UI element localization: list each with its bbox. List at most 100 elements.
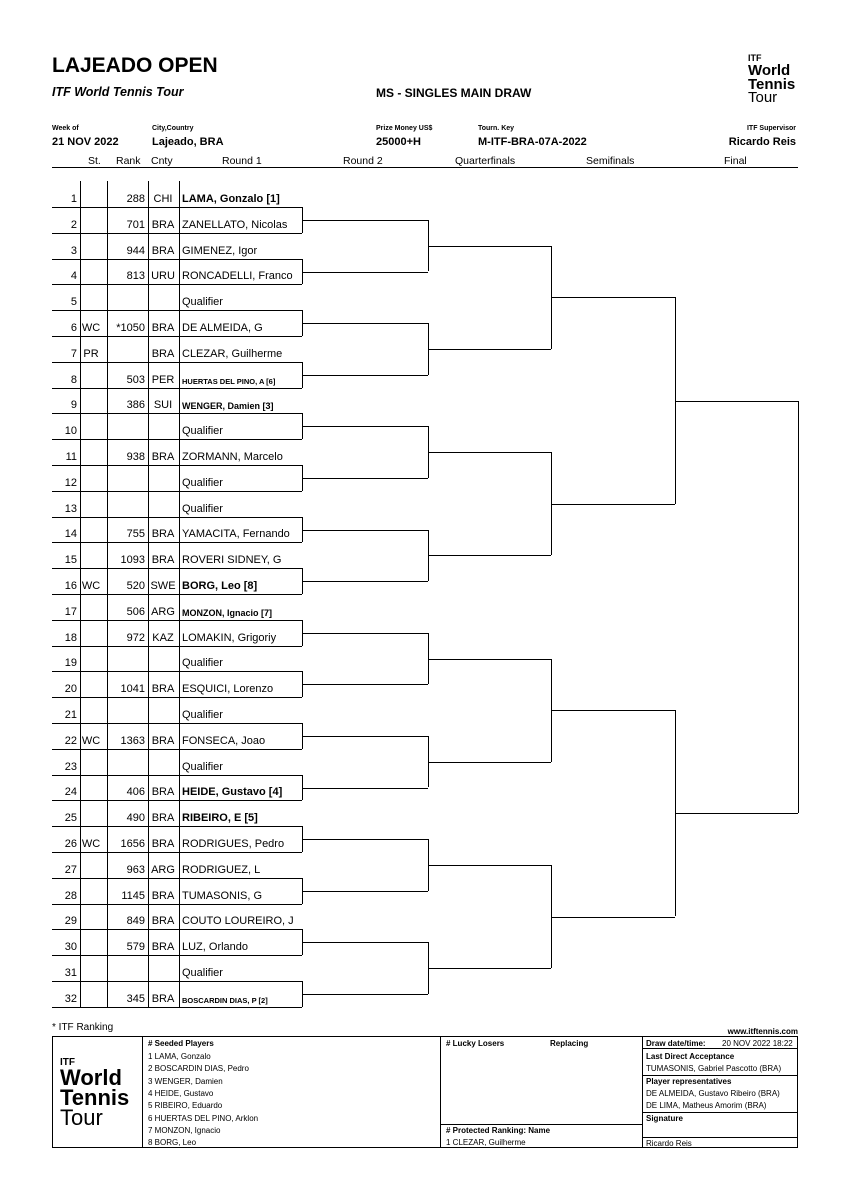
footer-divider-2 bbox=[440, 1036, 441, 1148]
entry-underline bbox=[52, 645, 302, 647]
website-link[interactable]: www.itftennis.com bbox=[727, 1027, 798, 1036]
footer-lda-line bbox=[642, 1075, 798, 1076]
column-separator bbox=[107, 181, 108, 1007]
city-label: City,Country bbox=[152, 125, 194, 132]
entry-underline bbox=[52, 207, 302, 208]
player-name: LOMAKIN, Grigoriy bbox=[182, 631, 277, 644]
entry-number: 25 bbox=[64, 812, 77, 825]
draw-date-label: Draw date/time: bbox=[646, 1039, 706, 1048]
entry-country: BRA bbox=[151, 786, 175, 799]
bracket-connector bbox=[428, 632, 429, 685]
itf-logo-top: ITF World Tennis Tour bbox=[748, 50, 796, 106]
protected-entry: 1 CLEZAR, Guilherme bbox=[446, 1138, 526, 1147]
rep-1: DE ALMEIDA, Gustavo Ribeiro (BRA) bbox=[646, 1089, 780, 1098]
entry-rank: 506 bbox=[126, 605, 145, 618]
player-name: Qualifier bbox=[182, 425, 223, 438]
round2-line bbox=[302, 323, 428, 325]
entry-number: 29 bbox=[64, 915, 77, 928]
quarterfinal-line bbox=[428, 968, 551, 970]
round2-line bbox=[302, 219, 428, 221]
logo-line2: Tennis bbox=[748, 75, 796, 93]
player-name: YAMACITA, Fernando bbox=[182, 528, 290, 541]
semifinal-line bbox=[551, 297, 675, 299]
entry-number: 32 bbox=[64, 992, 77, 1005]
entry-number: 4 bbox=[70, 270, 77, 283]
semifinal-line bbox=[551, 916, 675, 918]
bracket-connector bbox=[302, 568, 303, 594]
entry-underline bbox=[52, 671, 302, 673]
lda-label: Last Direct Acceptance bbox=[646, 1052, 735, 1061]
player-name: ZORMANN, Marcelo bbox=[182, 451, 283, 463]
entry-underline bbox=[52, 903, 302, 905]
col-cnty: Cnty bbox=[151, 155, 173, 167]
entry-underline bbox=[52, 413, 302, 415]
entry-country: BRA bbox=[151, 322, 175, 334]
entry-number: 30 bbox=[64, 941, 77, 954]
entry-rank: 963 bbox=[126, 863, 145, 876]
supervisor-label: ITF Supervisor bbox=[746, 125, 796, 132]
col-st: St. bbox=[88, 155, 101, 167]
entry-rank: 503 bbox=[126, 373, 145, 386]
player-name: Qualifier bbox=[182, 967, 223, 979]
player-name: RODRIGUES, Pedro bbox=[182, 838, 285, 850]
column-separator bbox=[80, 181, 81, 1007]
entry-number: 22 bbox=[64, 734, 77, 747]
bracket-connector bbox=[675, 710, 676, 917]
entry-rank: 701 bbox=[126, 218, 145, 231]
quarterfinal-line bbox=[428, 452, 551, 454]
signature-label: Signature bbox=[646, 1114, 683, 1123]
protected-title: # Protected Ranking: Name bbox=[446, 1126, 551, 1135]
entry-underline bbox=[52, 1006, 302, 1008]
entry-rank: 345 bbox=[126, 992, 145, 1005]
entry-country: BRA bbox=[151, 889, 175, 902]
player-name: BORG, Leo [8] bbox=[182, 580, 258, 592]
entry-rank: 972 bbox=[126, 631, 145, 644]
entry-country: BRA bbox=[151, 244, 175, 257]
entry-status: PR bbox=[83, 347, 99, 360]
quarterfinal-line bbox=[428, 761, 551, 763]
entry-underline bbox=[52, 800, 302, 802]
entry-rank: 813 bbox=[126, 270, 145, 283]
footer-divider-1 bbox=[142, 1036, 143, 1148]
round2-line bbox=[302, 581, 428, 583]
entry-rank: 1041 bbox=[120, 683, 145, 696]
player-name: HEIDE, Gustavo [4] bbox=[182, 786, 283, 799]
player-name: RIBEIRO, E [5] bbox=[182, 812, 258, 825]
entry-rank: *1050 bbox=[116, 322, 145, 334]
entry-underline bbox=[52, 981, 302, 982]
week-value: 21 NOV 2022 bbox=[52, 136, 119, 148]
quarterfinal-line bbox=[428, 555, 551, 557]
footer-protected-line bbox=[440, 1124, 642, 1125]
entry-country: BRA bbox=[151, 347, 175, 360]
bracket-connector bbox=[302, 671, 303, 698]
round2-line bbox=[302, 684, 428, 686]
entry-country: KAZ bbox=[152, 631, 174, 644]
entry-country: BRA bbox=[151, 992, 175, 1005]
player-name: ROVERI SIDNEY, G bbox=[182, 554, 282, 567]
col-rank: Rank bbox=[116, 155, 141, 167]
entry-number: 8 bbox=[70, 373, 77, 386]
entry-number: 26 bbox=[64, 838, 77, 850]
entry-number: 6 bbox=[70, 322, 77, 334]
player-name: Qualifier bbox=[182, 476, 223, 489]
player-name: BOSCARDIN DIAS, P [2] bbox=[182, 995, 268, 1005]
prize-label: Prize Money US$ bbox=[376, 125, 433, 132]
entry-underline bbox=[52, 439, 302, 441]
logo-bottom-line1: World bbox=[60, 1065, 122, 1091]
col-quarterfinals: Quarterfinals bbox=[455, 155, 516, 167]
player-name: DE ALMEIDA, G bbox=[182, 322, 263, 334]
replacing-title: Replacing bbox=[550, 1039, 589, 1048]
footer-divider-3 bbox=[642, 1036, 643, 1148]
entry-country: SWE bbox=[150, 580, 176, 592]
entry-country: BRA bbox=[151, 554, 175, 567]
entry-number: 7 bbox=[70, 347, 77, 360]
quarterfinal-line bbox=[428, 864, 551, 866]
bracket-connector bbox=[798, 400, 799, 814]
player-name: Qualifier bbox=[182, 502, 223, 515]
entry-rank: 386 bbox=[126, 399, 145, 412]
entry-number: 11 bbox=[65, 451, 77, 463]
entry-underline bbox=[52, 516, 302, 518]
entry-number: 18 bbox=[64, 631, 77, 644]
seeded-player: 3 WENGER, Damien bbox=[148, 1076, 223, 1086]
entry-underline bbox=[52, 258, 302, 260]
